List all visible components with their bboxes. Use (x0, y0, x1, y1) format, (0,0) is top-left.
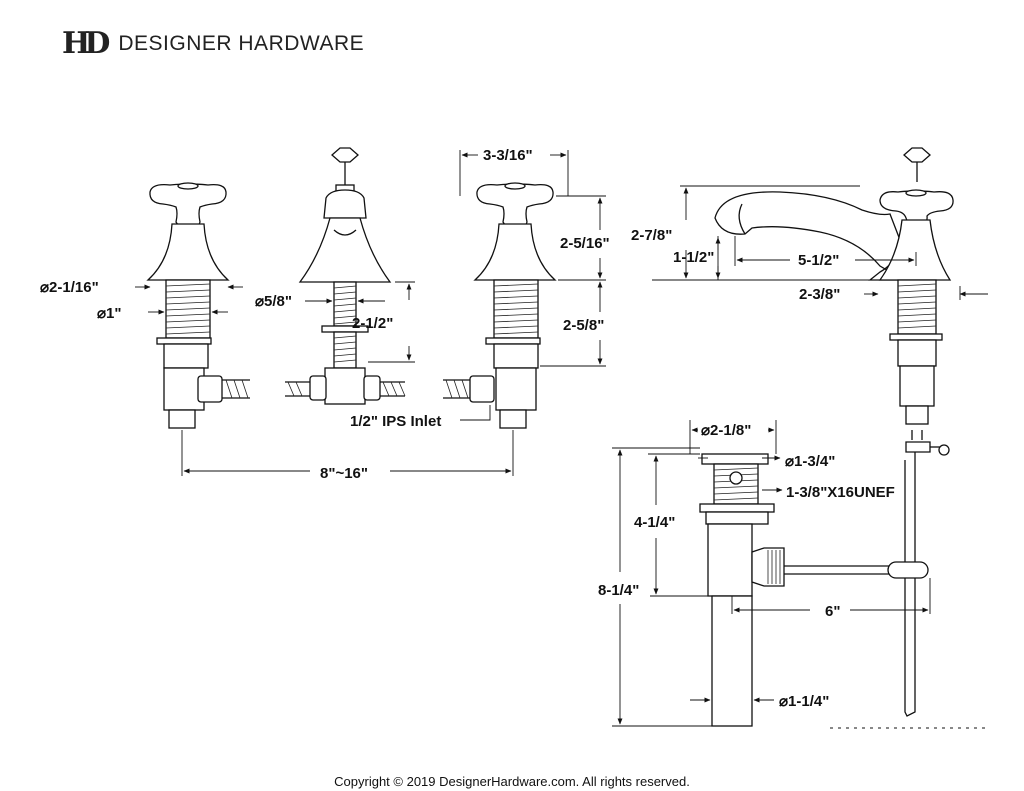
dim-drain-flange: ⌀1-3/4" (785, 453, 835, 470)
left-valve (146, 182, 250, 429)
dim-ips-inlet: 1/2" IPS Inlet (350, 413, 441, 430)
brand-name: DESIGNER HARDWARE (118, 32, 365, 55)
dim-drain-total: 8-1/4" (598, 582, 639, 599)
dim-stem-diameter: ⌀1" (97, 305, 122, 322)
dim-shank-height: 2-5/8" (563, 317, 604, 334)
dim-spread: 8"~16" (320, 465, 368, 482)
copyright-footer: Copyright © 2019 DesignerHardware.com. A… (334, 774, 690, 789)
brand-header: HD DESIGNER HARDWARE (62, 27, 364, 61)
dim-handle-diameter: ⌀2-1/16" (40, 279, 99, 296)
dim-inlet-diameter: ⌀5/8" (255, 293, 292, 310)
dim-drain-upper: 4-1/4" (634, 514, 675, 531)
dim-pop-rod: 6" (825, 603, 840, 620)
dim-spout-height: 2-7/8" (631, 227, 672, 244)
right-valve (443, 182, 557, 429)
dim-spout-reach: 5-1/2" (798, 252, 839, 269)
dim-drain-top: ⌀2-1/8" (701, 422, 751, 439)
dim-handle-height: 2-5/16" (560, 235, 610, 252)
left-thread-hatch (165, 283, 211, 335)
drain-assembly (699, 453, 929, 727)
dim-spout-low: 1-1/2" (673, 249, 714, 266)
dim-tail-diameter: ⌀1-1/4" (779, 693, 829, 710)
dim-spout-base: 2-3/8" (799, 286, 840, 303)
dim-handle-width: 3-3/16" (483, 147, 533, 164)
dim-drain-thread: 1-3/8"X16UNEF (786, 484, 895, 501)
dimension-lines (135, 150, 990, 729)
spout-assembly (714, 147, 954, 717)
dim-inlet-length: 2-1/2" (352, 315, 393, 332)
center-valve (285, 147, 406, 405)
brand-logo: HD (62, 26, 110, 61)
